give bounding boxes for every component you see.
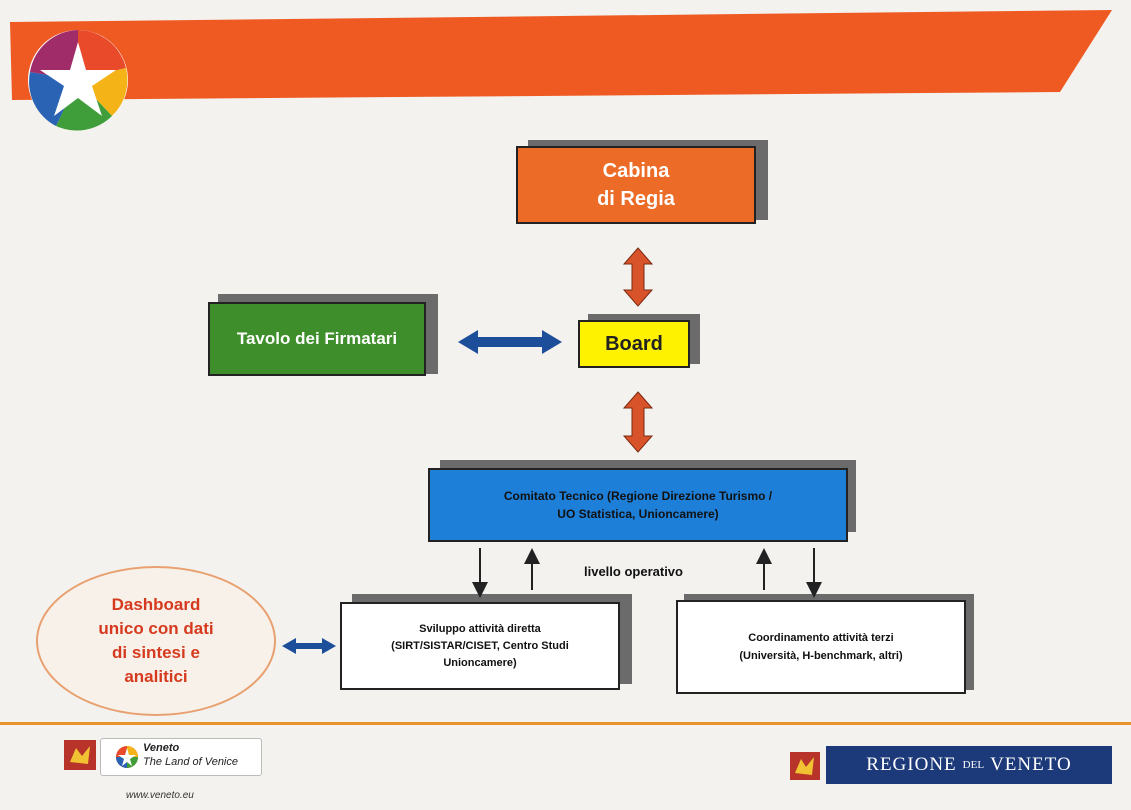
node-sviluppo-attivita-diretta: Sviluppo attività diretta (SIRT/SISTAR/C… <box>340 602 620 690</box>
brand-line1: Veneto <box>143 742 180 754</box>
veneto-brand-box: Veneto The Land of Venice <box>100 738 262 776</box>
label-livello-operativo: livello operativo <box>584 564 683 579</box>
star-logo-icon <box>28 30 128 131</box>
region-name: VENETO <box>990 754 1072 775</box>
node-cabina-di-regia: Cabina di Regia <box>516 146 756 224</box>
arrow-board-comitato <box>622 391 654 453</box>
arrow-dashboard-sviluppo <box>282 638 336 654</box>
region-del: DEL <box>962 759 985 771</box>
node-coordinamento-attivita-terzi: Coordinamento attività terzi (Università… <box>676 600 966 694</box>
header-banner <box>10 10 1112 100</box>
arrow-cabina-board <box>622 247 654 307</box>
region-prefix: REGIONE <box>866 754 957 775</box>
arrow-tavolo-board <box>458 330 562 354</box>
brand-line2: The Land of Venice <box>143 756 238 768</box>
footer-divider <box>0 722 1131 725</box>
lion-flag-icon <box>64 740 96 770</box>
node-board: Board <box>578 320 690 368</box>
regione-del-veneto-banner: REGIONE DEL VENETO <box>826 746 1112 784</box>
node-comitato-tecnico: Comitato Tecnico (Regione Direzione Turi… <box>428 468 848 542</box>
node-tavolo-dei-firmatari: Tavolo dei Firmatari <box>208 302 426 376</box>
region-lion-icon <box>790 752 820 780</box>
veneto-star-icon <box>116 746 138 768</box>
footer-url: www.veneto.eu <box>126 790 194 801</box>
dashboard-ellipse: Dashboard unico con dati di sintesi e an… <box>36 566 276 716</box>
